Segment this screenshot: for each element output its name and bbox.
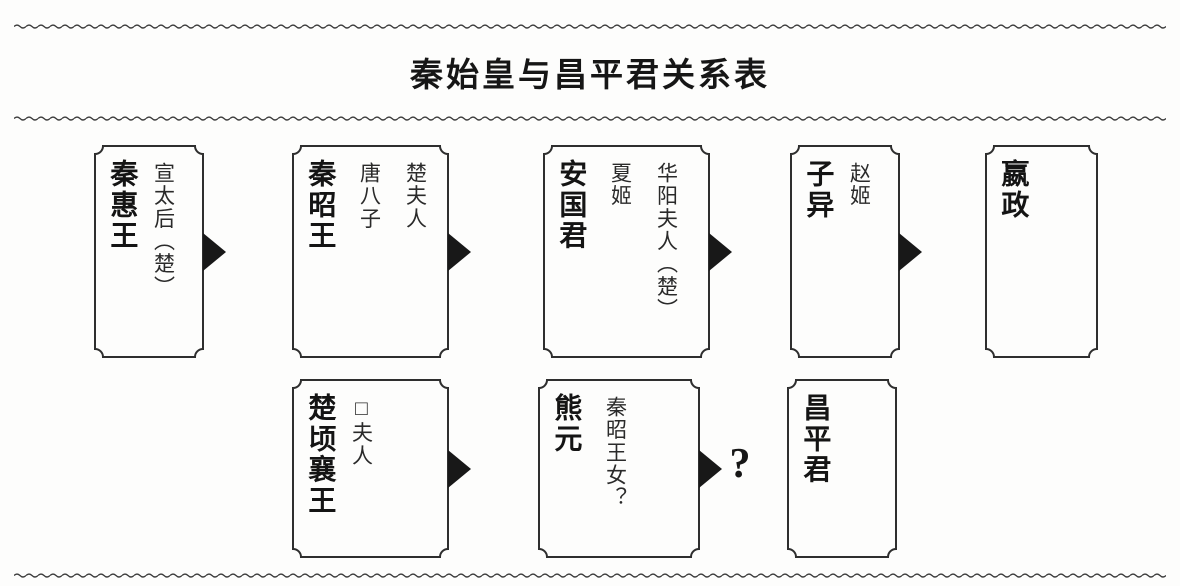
link-arrow-icon [709, 232, 732, 271]
consort-column: 唐八子 [357, 162, 382, 231]
main-name-column: 子异 [802, 159, 834, 221]
wavy-divider-top [14, 22, 1166, 30]
main-name-column: 熊元 [550, 393, 582, 455]
wavy-divider-middle [14, 114, 1166, 122]
uncertain-question-mark: ? [729, 441, 751, 487]
node-qin-zhaowang: 秦昭王 唐八子 楚夫人 [292, 145, 471, 358]
node-ziyi: 子异 赵姬 [790, 145, 922, 358]
consort-column: 华阳夫人（楚） [654, 162, 679, 321]
main-name-column: 秦惠王 [106, 159, 138, 252]
node-anguojun: 安国君 夏姬 华阳夫人（楚） [543, 145, 732, 358]
main-name-column: 嬴政 [997, 159, 1029, 221]
consort-column: 楚夫人 [403, 162, 428, 231]
main-name-column: 昌平君 [799, 393, 831, 486]
chart-title: 秦始皇与昌平君关系表 [410, 58, 770, 94]
link-arrow-icon [448, 232, 471, 271]
consort-column: 赵姬 [847, 162, 872, 208]
node-xiongyuan: 熊元 秦昭王女？ [538, 379, 722, 558]
consort-column: 夏姬 [608, 162, 633, 208]
link-arrow-icon [899, 232, 922, 271]
node-chu-qingxiangwang: 楚顷襄王 □夫人 [292, 379, 471, 558]
consort-column: □夫人 [349, 396, 374, 468]
wavy-divider-bottom [14, 571, 1166, 579]
consort-column: 宣太后（楚） [151, 162, 176, 299]
consort-column: 秦昭王女？ [603, 396, 628, 510]
node-qin-huiwang: 秦惠王 宣太后（楚） [94, 145, 226, 358]
main-name-column: 秦昭王 [304, 159, 336, 252]
main-name-column: 安国君 [555, 159, 587, 252]
main-name-column: 楚顷襄王 [304, 393, 336, 517]
link-arrow-icon [699, 449, 722, 488]
link-arrow-icon [203, 232, 226, 271]
link-arrow-icon [448, 449, 471, 488]
node-changpingjun: 昌平君 [787, 379, 897, 558]
node-yingzheng: 嬴政 [985, 145, 1098, 358]
